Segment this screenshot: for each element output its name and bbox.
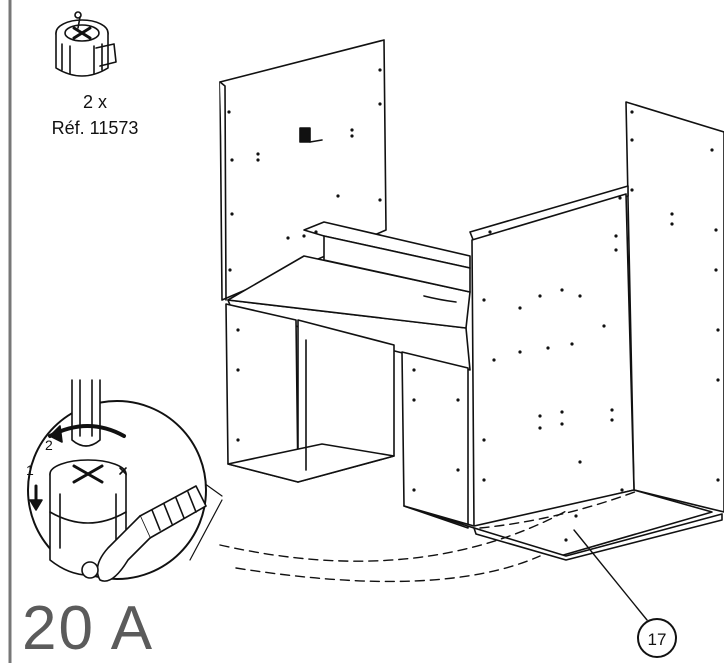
dowel-bolt-icon (81, 485, 207, 582)
rotate-arrow-icon (48, 424, 126, 443)
screwdriver-icon (71, 379, 101, 447)
hardware-quantity: 2 x (82, 92, 107, 112)
cam-lock-fitting-icon (55, 11, 117, 77)
guide-lines (219, 489, 641, 583)
part-callout: 17 (637, 618, 677, 658)
right-cabinet (401, 101, 724, 561)
step-label: 20 A (22, 594, 155, 663)
callout-leader (573, 529, 648, 621)
push-step-number: 1 (26, 462, 34, 478)
rotate-step-number: 2 (45, 437, 53, 453)
hardware-reference: Réf. 11573 (51, 118, 139, 138)
left-cabinet (219, 39, 471, 483)
detail-magnifier (27, 379, 223, 582)
push-down-arrow-icon (29, 484, 43, 511)
hanger-bracket-icon (299, 127, 323, 143)
drill-holes (227, 68, 720, 542)
